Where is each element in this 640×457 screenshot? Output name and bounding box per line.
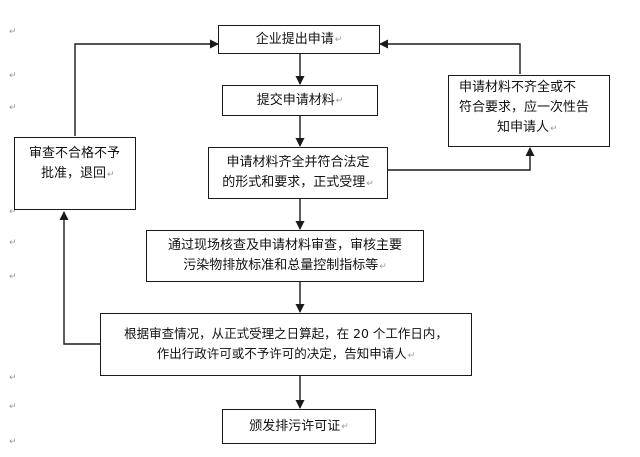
node-submit: 提交申请材料↵: [222, 85, 378, 116]
return-mark: ↵: [550, 124, 558, 134]
arrow-incomplete-to-apply: [379, 39, 521, 74]
return-mark: ↵: [366, 178, 374, 189]
arrow-decision-to-reject: [59, 211, 100, 345]
node-reject-line2: 批准，退回: [41, 166, 107, 181]
paragraph-mark: ↵: [9, 437, 17, 447]
node-decision-line2: 作出行政许可或不予许可的决定，告知申请人: [156, 345, 407, 361]
node-incomplete-line3: 知申请人: [497, 120, 550, 135]
node-review-line1: 通过现场核查及申请材料审查，审核主要: [167, 237, 402, 253]
return-mark: ↵: [341, 421, 349, 432]
arrow-reject-to-apply: [74, 39, 219, 136]
node-apply: 企业提出申请↵: [218, 25, 380, 54]
paragraph-mark: ↵: [9, 103, 17, 113]
node-review: 通过现场核查及申请材料审查，审核主要 污染物排放标准和总量控制指标等↵: [146, 230, 424, 282]
arrow-accept-to-incomplete: [388, 147, 535, 171]
paragraph-mark: ↵: [9, 272, 17, 282]
node-issue: 颁发排污许可证↵: [222, 409, 376, 444]
paragraph-mark: ↵: [9, 27, 17, 37]
node-apply-label: 企业提出申请: [255, 31, 334, 47]
return-mark: ↵: [334, 34, 343, 45]
return-mark: ↵: [379, 261, 387, 272]
node-incomplete: 申请材料不齐全或不 符合要求，应一次性告 知申请人↵: [448, 75, 610, 147]
node-accept-line2: 的形式和要求，正式受理: [222, 174, 366, 190]
paragraph-mark: ↵: [9, 238, 17, 248]
node-incomplete-line1: 申请材料不齐全或不: [459, 80, 577, 95]
paragraph-mark: ↵: [9, 373, 17, 383]
node-decision-line1: 根据审查情况，从正式受理之日算起，在 20 个工作日内，: [124, 325, 448, 341]
node-reject: 审查不合格不予 批准，退回↵: [14, 137, 136, 210]
node-review-line2: 污染物排放标准和总量控制指标等: [183, 257, 379, 273]
paragraph-mark: ↵: [9, 402, 17, 412]
return-mark: ↵: [335, 95, 344, 106]
node-submit-label: 提交申请材料: [256, 92, 335, 108]
node-accept: 申请材料齐全并符合法定 的形式和要求，正式受理↵: [208, 147, 388, 199]
paragraph-mark: ↵: [9, 71, 17, 81]
node-reject-line1: 审查不合格不予: [29, 146, 121, 161]
node-issue-label: 颁发排污许可证: [249, 418, 341, 434]
return-mark: ↵: [107, 170, 115, 180]
node-accept-line1: 申请材料齐全并符合法定: [226, 154, 370, 170]
paragraph-mark: ↵: [9, 207, 17, 217]
return-mark: ↵: [407, 350, 416, 361]
node-decision: 根据审查情况，从正式受理之日算起，在 20 个工作日内， 作出行政许可或不予许可…: [100, 313, 472, 376]
node-incomplete-line2: 符合要求，应一次性告: [459, 100, 590, 115]
